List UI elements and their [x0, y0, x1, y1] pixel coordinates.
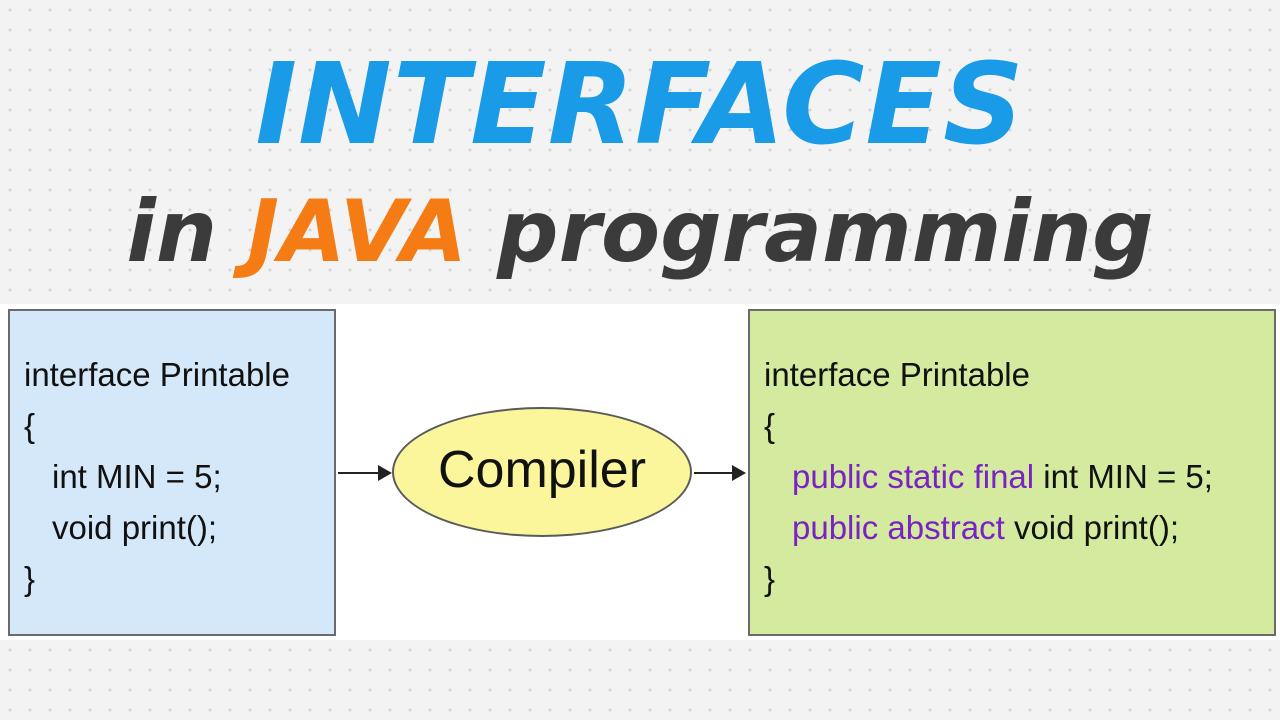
output-line-close-brace: } [764, 560, 776, 597]
subtitle-programming: programming [497, 182, 1154, 282]
subtitle-in: in [126, 182, 218, 282]
subtitle: in JAVA programming [0, 182, 1280, 282]
output-method-modifiers: public abstract [792, 509, 1005, 546]
compiler-label: Compiler [437, 441, 647, 499]
output-line-interface: interface Printable [764, 356, 1030, 393]
arrow-to-compiler [338, 465, 392, 481]
arrow-to-output [694, 465, 746, 481]
output-field-modifiers: public static final [792, 458, 1035, 495]
output-line-method: public abstract void print(); [764, 502, 1274, 553]
source-line-field: int MIN = 5; [52, 458, 222, 495]
output-line-field: public static final int MIN = 5; [764, 451, 1274, 502]
source-line-close-brace: } [24, 560, 36, 597]
source-code-box: interface Printable { int MIN = 5; void … [8, 309, 336, 636]
source-line-interface: interface Printable [24, 356, 290, 393]
output-method-declaration: void print(); [1004, 509, 1179, 546]
compiler-node: Compiler [392, 407, 692, 537]
source-line-method: void print(); [52, 509, 218, 546]
subtitle-java: JAVA [247, 182, 468, 282]
compiled-code-box: interface Printable { public static fina… [748, 309, 1276, 636]
output-field-declaration: int MIN = 5; [1034, 458, 1213, 495]
title-interfaces: INTERFACES [255, 40, 1025, 170]
source-line-open-brace: { [24, 407, 36, 444]
output-line-open-brace: { [764, 407, 776, 444]
